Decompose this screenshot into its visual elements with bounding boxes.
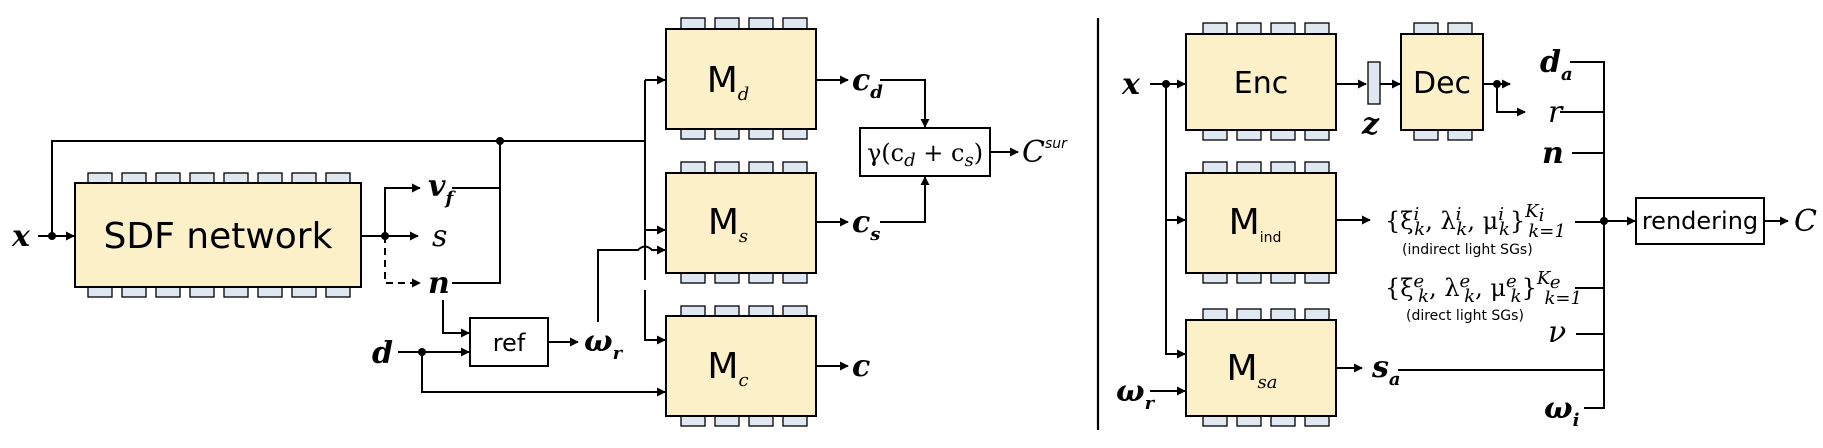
symbol-vf: vf: [428, 169, 456, 209]
rendering-block: rendering: [1635, 197, 1765, 245]
mc-sub: c: [738, 370, 748, 391]
block-slot: [1413, 22, 1439, 35]
symbol-s: s: [432, 219, 447, 254]
msa-block: Msa: [1185, 308, 1337, 427]
block-slot: [1304, 161, 1330, 174]
ms-sub: s: [739, 226, 748, 247]
symbol-csur: Csur: [1022, 135, 1068, 170]
block-slot: [1270, 22, 1296, 35]
symbol-c: c: [852, 349, 870, 384]
symbol-omega-i: ωi: [1544, 391, 1580, 431]
block-slot: [1202, 161, 1228, 174]
symbol-n-right: n: [1542, 136, 1564, 171]
block-slot: [1236, 22, 1262, 35]
msa-sub: sa: [1258, 372, 1278, 393]
left-dots: [48, 137, 504, 356]
symbol-da: da: [1540, 45, 1573, 85]
symbol-x-right: x: [1121, 67, 1141, 102]
md-label: M: [707, 60, 738, 101]
block-slot: [1270, 308, 1296, 321]
combine-label: γ(cd + cs): [867, 139, 983, 171]
svg-text:Md: Md: [707, 60, 750, 105]
ref-label: ref: [493, 329, 526, 357]
enc-label: Enc: [1234, 66, 1288, 101]
block-slot: [1202, 308, 1228, 321]
mind-block: Mind: [1185, 161, 1337, 284]
block-slot: [1304, 22, 1330, 35]
left-wires: [38, 75, 1019, 397]
msa-label: M: [1226, 348, 1257, 389]
svg-text:Mind: Mind: [1229, 202, 1282, 246]
symbol-r: r: [1548, 95, 1564, 130]
svg-text:Mc: Mc: [707, 346, 748, 391]
svg-text:Ms: Ms: [708, 202, 748, 247]
sdf-network-label: SDF network: [104, 216, 333, 257]
md-block: Md: [665, 17, 817, 140]
rendering-label: rendering: [1642, 207, 1758, 235]
block-slot: [1236, 308, 1262, 321]
block-slot: [1304, 308, 1330, 321]
mc-label: M: [707, 346, 738, 387]
symbol-nu: ν: [1548, 315, 1566, 350]
block-slot: [714, 17, 740, 30]
block-slot: [714, 161, 740, 174]
symbol-omega-r-right: ωr: [1116, 374, 1156, 414]
md-sub: d: [738, 84, 750, 105]
symbol-x-left: x: [11, 219, 31, 254]
symbol-sa: sa: [1371, 350, 1401, 390]
block-slot: [1236, 161, 1262, 174]
enc-block: Enc: [1185, 22, 1337, 141]
combine-block: γ(cd + cs): [859, 127, 991, 177]
symbol-C: C: [1794, 204, 1817, 239]
block-slot: [748, 17, 774, 30]
block-slot: [1270, 161, 1296, 174]
block-slot: [680, 161, 706, 174]
right-wires: [1150, 61, 1789, 409]
block-slot: [782, 161, 808, 174]
symbol-cd: cd: [852, 63, 883, 103]
block-slot: [782, 17, 808, 30]
mind-label: M: [1229, 202, 1260, 243]
block-slot: [1202, 22, 1228, 35]
block-slot: [1447, 22, 1473, 35]
ms-label: M: [708, 202, 739, 243]
indirect-sg-note: (indirect light SGs): [1402, 242, 1533, 258]
symbol-n-left: n: [428, 266, 450, 301]
right-dots: [1162, 80, 1608, 225]
latent-z-bar: [1367, 61, 1381, 105]
mind-sub: ind: [1260, 230, 1282, 246]
symbol-cs: cs: [852, 205, 880, 245]
mc-block: Mc: [665, 305, 817, 427]
symbol-d: d: [372, 336, 393, 371]
ms-block: Ms: [665, 161, 817, 284]
ref-block: ref: [469, 317, 549, 367]
block-slot: [680, 17, 706, 30]
direct-sg-note: (direct light SGs): [1406, 308, 1524, 324]
block-slot: [748, 161, 774, 174]
sdf-network-block: SDF network: [74, 172, 362, 298]
dec-label: Dec: [1413, 66, 1471, 101]
svg-text:Msa: Msa: [1226, 348, 1277, 393]
dec-block: Dec: [1400, 22, 1484, 141]
symbol-omega-r: ωr: [584, 324, 624, 364]
symbol-z: z: [1361, 107, 1380, 142]
